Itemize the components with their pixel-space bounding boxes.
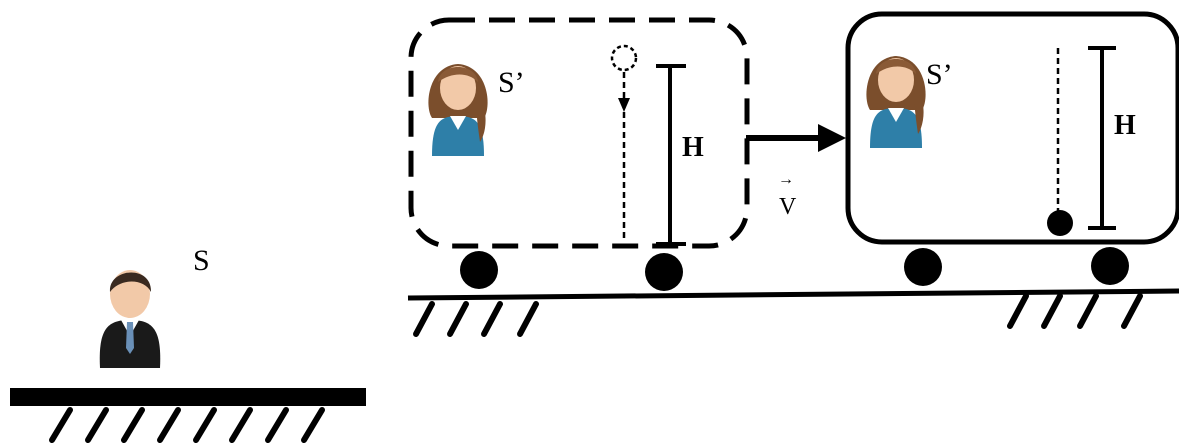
ball-icon: [1047, 210, 1073, 236]
height-label-after: H: [1114, 110, 1136, 141]
right-arrow-icon: [818, 124, 846, 152]
train-car-before-body: [408, 17, 750, 249]
train-after-observer-label: S’: [926, 58, 953, 91]
wheel-icon: [904, 248, 942, 286]
ground-observer: S: [99, 244, 210, 368]
height-bar-before: [656, 64, 686, 246]
height-bar-after: [1088, 46, 1116, 230]
rail-hatching-left: [416, 304, 536, 334]
velocity-label: V: [779, 194, 797, 220]
ground-platform: [10, 388, 366, 440]
woman-person-icon: [428, 64, 488, 156]
rail-track: [407, 288, 1179, 334]
wheel-icon: [1091, 247, 1129, 285]
velocity-vector-arrow: →: [778, 171, 794, 188]
ball-start-outline-icon: [610, 44, 638, 72]
train-car-after: S’ H: [845, 11, 1179, 286]
ground-hatching: [52, 410, 322, 440]
height-label-before: H: [682, 132, 704, 163]
velocity-indicator: → V: [746, 124, 846, 220]
wheel-icon: [460, 251, 498, 289]
man-in-suit-icon: [99, 270, 161, 368]
falling-ball-path: [610, 44, 638, 240]
down-arrow-icon: [618, 98, 630, 112]
train-car-before: S’ H: [408, 17, 750, 291]
train-car-after-body: [845, 11, 1179, 245]
train-before-observer-label: S’: [498, 66, 525, 99]
wheel-icon: [645, 253, 683, 291]
ground-observer-label: S: [193, 244, 210, 277]
rail-hatching-right: [1010, 296, 1140, 326]
woman-person-icon: [866, 56, 926, 148]
fallen-ball-path: [1047, 48, 1073, 236]
